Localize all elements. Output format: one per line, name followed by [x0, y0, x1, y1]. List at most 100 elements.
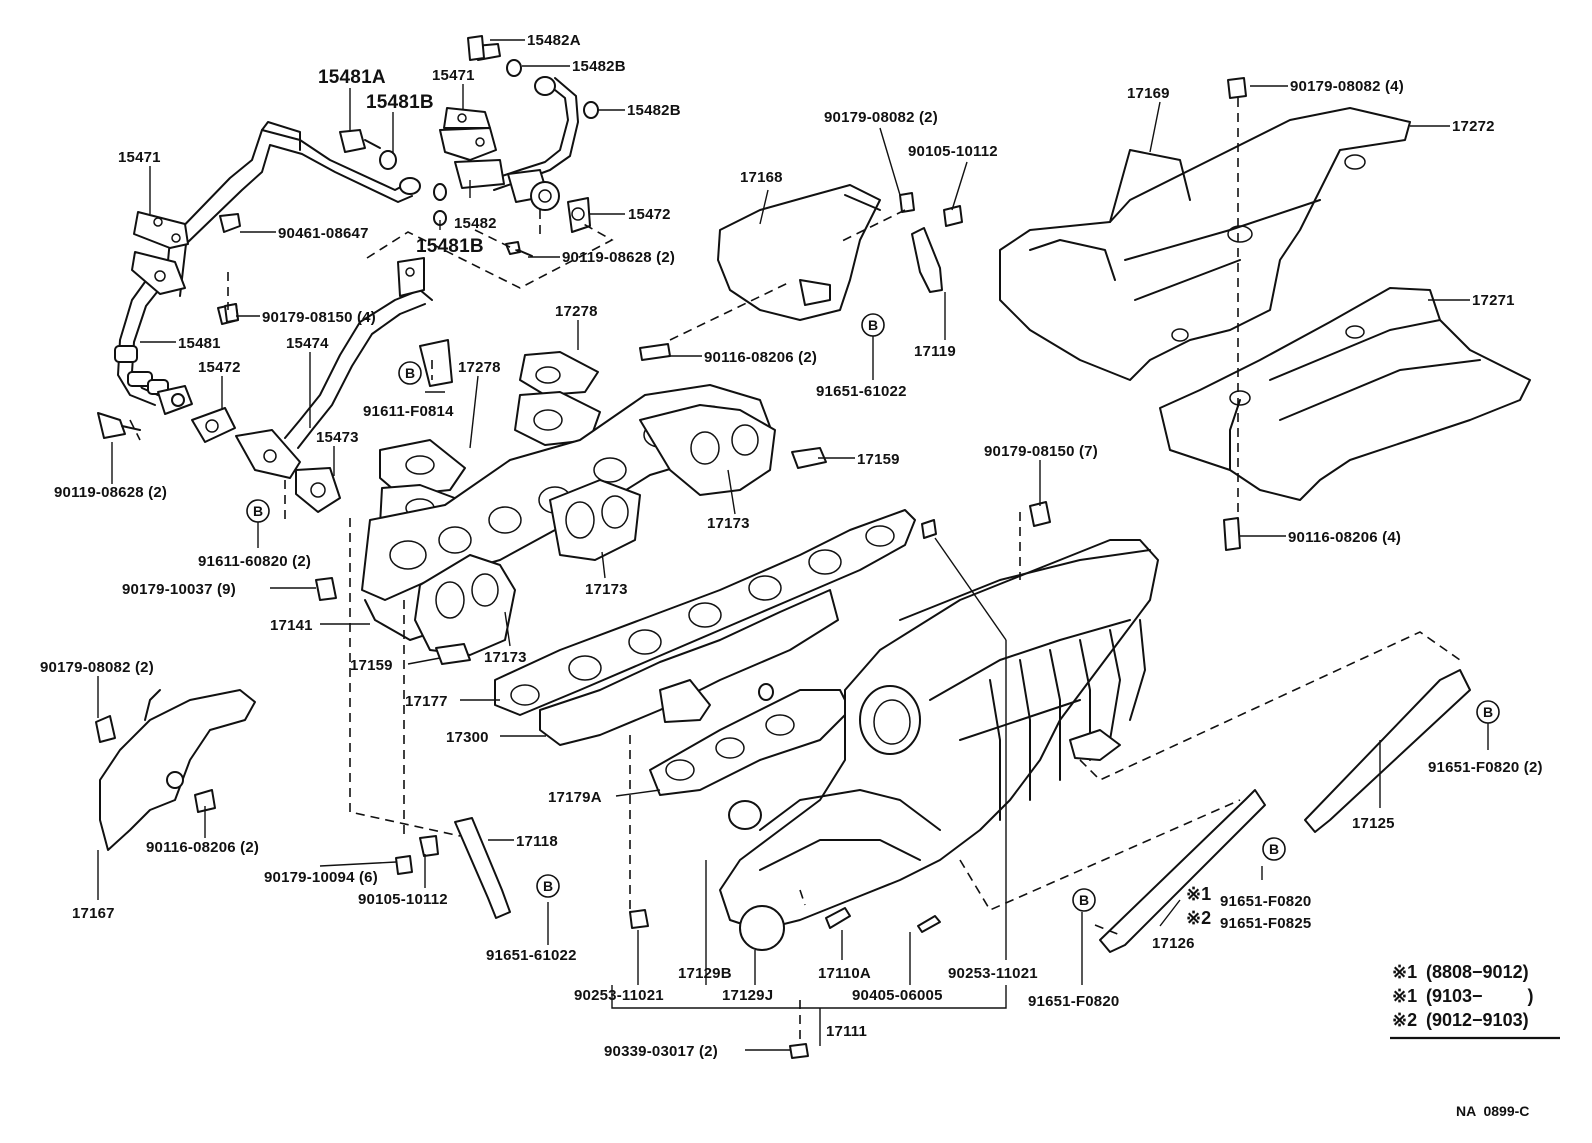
part-label: 90253-11021 [948, 965, 1038, 982]
part-label: 90119-08628 (2) [54, 484, 167, 501]
part-label: 90179-08082 (4) [1290, 78, 1404, 95]
part-label: 17173 [484, 649, 527, 666]
part-label: 90179-08082 (2) [824, 109, 938, 126]
part-label: 15472 [628, 206, 671, 223]
variant-notes: ※1 (8808−9012) ※1 (9103− ) ※2 (9012−9103… [1392, 962, 1534, 1030]
part-label: 15482A [527, 32, 581, 49]
part-label: 17173 [585, 581, 628, 598]
part-label: 17179A [548, 789, 602, 806]
svg-text:B: B [1269, 841, 1279, 857]
part-label: 17168 [740, 169, 783, 186]
part-label: 17125 [1352, 815, 1395, 832]
part-label: 17271 [1472, 292, 1515, 309]
part-label: 17272 [1452, 118, 1495, 135]
b-marker: B [536, 874, 560, 898]
part-label: 17177 [405, 693, 448, 710]
note-mark: ※1 [1392, 986, 1417, 1006]
leader-lines [97, 39, 1560, 1051]
b-marker: B [861, 313, 885, 337]
part-label: 15481B [416, 236, 484, 257]
manifold-stays [224, 77, 1471, 1059]
part-label: 17278 [458, 359, 501, 376]
part-label: 15481B [366, 92, 434, 113]
part-label: 90461-08647 [278, 225, 369, 242]
svg-text:B: B [868, 317, 878, 333]
variant-label-1: ※1 91651-F0820 [1186, 884, 1311, 910]
part-label: 90179-10037 (9) [122, 581, 236, 598]
part-label: 17119 [914, 343, 956, 360]
part-label: 17169 [1127, 85, 1170, 102]
part-label: 15481A [318, 67, 386, 88]
part-label: 91611-60820 (2) [198, 553, 311, 570]
part-label: 15471 [118, 149, 161, 166]
intake-manifold [719, 539, 1159, 931]
part-label: 91651-F0820 [1028, 993, 1119, 1010]
part-label: 17173 [707, 515, 750, 532]
svg-text:B: B [253, 503, 263, 519]
note-range: (9103− ) [1426, 986, 1534, 1006]
part-label: 15471 [432, 67, 475, 84]
part-label: 91651-61022 [816, 383, 907, 400]
water-pipe-top [366, 35, 614, 289]
part-label: 90179-10094 (6) [264, 869, 378, 886]
variant-label-2: ※2 91651-F0825 [1186, 908, 1311, 932]
manifold-gaskets [414, 404, 916, 796]
b-markers: B B B B B B B [246, 313, 1500, 912]
svg-text:※1: ※1 [1186, 884, 1211, 904]
part-label: 15473 [316, 429, 359, 446]
part-label: 90116-08206 (2) [146, 839, 259, 856]
b-marker: B [1262, 837, 1286, 861]
svg-text:※2: ※2 [1186, 908, 1211, 928]
part-label: 90339-03017 (2) [604, 1043, 718, 1060]
part-label: 90179-08082 (2) [40, 659, 154, 676]
part-label: 91611-F0814 [363, 403, 454, 420]
svg-text:B: B [543, 878, 553, 894]
part-label: 17129J [722, 987, 773, 1004]
svg-text:B: B [1079, 892, 1089, 908]
part-label: 90116-08206 (4) [1288, 529, 1401, 546]
part-label: 90119-08628 (2) [562, 249, 675, 266]
part-label: 15481 [178, 335, 221, 352]
part-label: 90179-08150 (4) [262, 309, 376, 326]
svg-text:91651-F0825: 91651-F0825 [1220, 915, 1311, 932]
part-label: 90179-08150 (7) [984, 443, 1098, 460]
part-label: 17141 [270, 617, 313, 634]
part-label: 17110A [818, 965, 871, 982]
part-label: 17159 [350, 657, 393, 674]
part-label: 17300 [446, 729, 489, 746]
pipe-assembly [97, 121, 453, 513]
part-label: 15482B [627, 102, 681, 119]
part-label: 17278 [555, 303, 598, 320]
b-marker: B [1072, 888, 1096, 912]
part-label: 15474 [286, 335, 329, 352]
part-label: 91651-61022 [486, 947, 577, 964]
drawing-reference: NA 0899-C [1456, 1103, 1529, 1119]
part-labels: 15482A 15482B 15482B 15481A 15471 15481B… [40, 32, 1543, 1060]
part-label: 91651-F0820 (2) [1428, 759, 1543, 776]
part-label: 90405-06005 [852, 987, 943, 1004]
part-label: 17118 [516, 833, 558, 850]
part-label: 17129B [678, 965, 732, 982]
part-label: 17111 [826, 1023, 867, 1040]
b-marker: B [398, 361, 422, 385]
part-label: 17159 [857, 451, 900, 468]
part-label: 90105-10112 [908, 143, 998, 160]
note-mark: ※2 [1392, 1010, 1417, 1030]
b-marker: B [1476, 700, 1500, 724]
note-range: (9012−9103) [1426, 1010, 1529, 1030]
part-label: 17126 [1152, 935, 1195, 952]
svg-text:B: B [1483, 704, 1493, 720]
svg-text:B: B [405, 365, 415, 381]
part-label: 90253-11021 [574, 987, 664, 1004]
part-label: 15472 [198, 359, 241, 376]
note-range: (8808−9012) [1426, 962, 1529, 982]
heat-insulators [95, 107, 1531, 851]
assembly-dashed-lines [129, 98, 1461, 1044]
part-label: 15482 [454, 215, 497, 232]
part-label: 90105-10112 [358, 891, 448, 908]
part-label: 90116-08206 (2) [704, 349, 817, 366]
part-label: 15482B [572, 58, 626, 75]
svg-text:91651-F0820: 91651-F0820 [1220, 893, 1311, 910]
